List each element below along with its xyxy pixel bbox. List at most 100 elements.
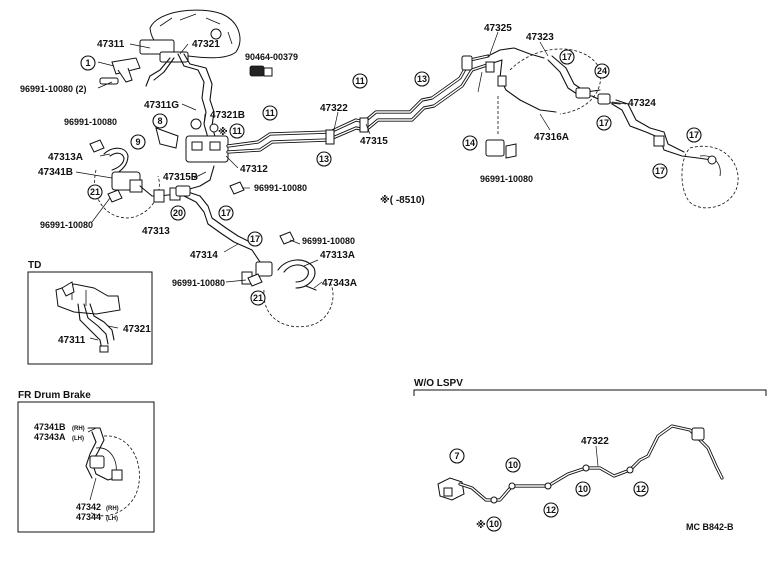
svg-text:11: 11: [265, 108, 275, 118]
label-47315: 47315: [360, 136, 388, 147]
svg-text:17: 17: [221, 208, 231, 218]
bracket-1: [111, 57, 141, 83]
label-96991-10080-c: 96991-10080: [40, 220, 93, 230]
label-96991-10080-e: 96991-10080: [480, 174, 533, 184]
svg-text:1: 1: [85, 58, 90, 68]
svg-text:20: 20: [173, 208, 183, 218]
inset-wo-lspv-title: W/O LSPV: [414, 378, 463, 389]
callout-17-c: 17: [686, 127, 702, 143]
callout-17-a: 17: [559, 49, 575, 65]
rear-main-pipes: [226, 54, 492, 154]
pipe-47325: [485, 47, 545, 101]
fr-suffix-rh-2: (RH): [106, 506, 119, 512]
callout-13-a: 13: [414, 71, 430, 87]
note-marker: ※( -8510): [380, 194, 425, 206]
svg-text:17: 17: [689, 130, 699, 140]
svg-text:10: 10: [508, 460, 518, 470]
label-96991-10080-f: 96991-10080: [302, 236, 355, 246]
wo-callout-12-a: 12: [543, 502, 559, 518]
svg-text:17: 17: [250, 234, 260, 244]
callout-11-c: 11: [352, 73, 368, 89]
label-47343A: 47343A: [322, 278, 357, 289]
svg-text:11: 11: [355, 76, 365, 86]
svg-text:17: 17: [562, 52, 572, 62]
front-left-brake: [94, 147, 215, 219]
svg-text:13: 13: [417, 74, 427, 84]
callout-17-f: 17: [247, 231, 263, 247]
inset-td: TD 47321 47311: [27, 260, 153, 365]
callout-8: 8: [152, 113, 168, 129]
label-47325: 47325: [484, 23, 512, 34]
label-47311G: 47311G: [144, 100, 179, 111]
svg-text:12: 12: [636, 484, 646, 494]
svg-text:7: 7: [454, 451, 459, 461]
front-right-brake: [241, 259, 334, 328]
svg-text:11: 11: [232, 126, 242, 136]
label-47313: 47313: [142, 226, 170, 237]
inset-td-title: TD: [28, 260, 41, 271]
svg-text:21: 21: [90, 187, 100, 197]
fr-label-47341B: 47341B: [34, 422, 66, 432]
callout-21-b: 21: [250, 290, 266, 306]
callout-17-b: 17: [596, 115, 612, 131]
label-96991-10080-g: 96991-10080: [172, 278, 225, 288]
figure-code: MC B842-B: [686, 522, 734, 532]
callout-13-b: 13: [316, 151, 332, 167]
leader-lines: [75, 31, 627, 289]
svg-text:13: 13: [319, 154, 329, 164]
label-47321B: 47321B: [210, 110, 245, 121]
svg-text:12: 12: [546, 505, 556, 515]
callout-17-d: 17: [652, 163, 668, 179]
label-47323: 47323: [526, 32, 554, 43]
callout-20: 20: [170, 205, 186, 221]
svg-text:※: ※: [218, 126, 228, 138]
callouts: 1 8 9 ※ 11 11 11 13 13 17 24 17 17 17 14…: [80, 49, 702, 306]
fr-suffix-lh-1: (LH): [72, 436, 84, 442]
svg-text:10: 10: [489, 519, 499, 529]
label-47322: 47322: [320, 103, 348, 114]
inset-wo-lspv: W/O LSPV 47322 7 10 10 12 12 ※ 10: [413, 378, 767, 532]
wo-callout-7: 7: [449, 448, 465, 464]
label-47321: 47321: [192, 39, 220, 50]
inset-fr-drum-title: FR Drum Brake: [18, 390, 91, 401]
label-47341B: 47341B: [38, 167, 73, 178]
pipe-47316A: [519, 99, 557, 113]
callout-11-star: ※ 11: [218, 123, 245, 139]
fr-suffix-lh-2: (LH): [106, 516, 118, 522]
label-47313A: 47313A: [48, 152, 83, 163]
part-labels: 47311 47321 90464-00379 96991-10080 (2) …: [20, 23, 656, 289]
master-cylinder: [139, 9, 241, 63]
label-47312: 47312: [240, 164, 268, 175]
rear-drum-right: [681, 145, 739, 209]
svg-text:17: 17: [599, 118, 609, 128]
svg-text:※: ※: [476, 519, 486, 531]
fr-label-47343A: 47343A: [34, 432, 66, 442]
label-96991-10080-2: 96991-10080 (2): [20, 84, 87, 94]
front-right-lines: [153, 185, 261, 263]
wo-label-47322: 47322: [581, 436, 609, 447]
svg-text:17: 17: [655, 166, 665, 176]
label-47315B: 47315B: [163, 172, 198, 183]
td-label-47321: 47321: [123, 324, 151, 335]
callout-24: 24: [594, 63, 610, 79]
wo-callout-10-a: 10: [505, 457, 521, 473]
label-90464-00379: 90464-00379: [245, 52, 298, 62]
callout-17-e: 17: [218, 205, 234, 221]
wo-callout-10-star: ※ 10: [476, 516, 502, 532]
label-47316A: 47316A: [534, 132, 569, 143]
callout-14: 14: [462, 135, 478, 151]
fr-label-47342: 47342: [76, 502, 101, 512]
callout-11-b: 11: [262, 105, 278, 121]
label-47314: 47314: [190, 250, 218, 261]
pipes-master-to-valve: [145, 53, 221, 153]
fr-label-47344: 47344: [76, 512, 101, 522]
svg-text:10: 10: [578, 484, 588, 494]
label-96991-10080-d: 96991-10080: [254, 183, 307, 193]
callout-9: 9: [130, 134, 146, 150]
wo-callout-12-b: 12: [633, 481, 649, 497]
wo-callout-10-b: 10: [575, 481, 591, 497]
clip-parts: [89, 65, 517, 287]
pipe-47324: [611, 99, 713, 161]
